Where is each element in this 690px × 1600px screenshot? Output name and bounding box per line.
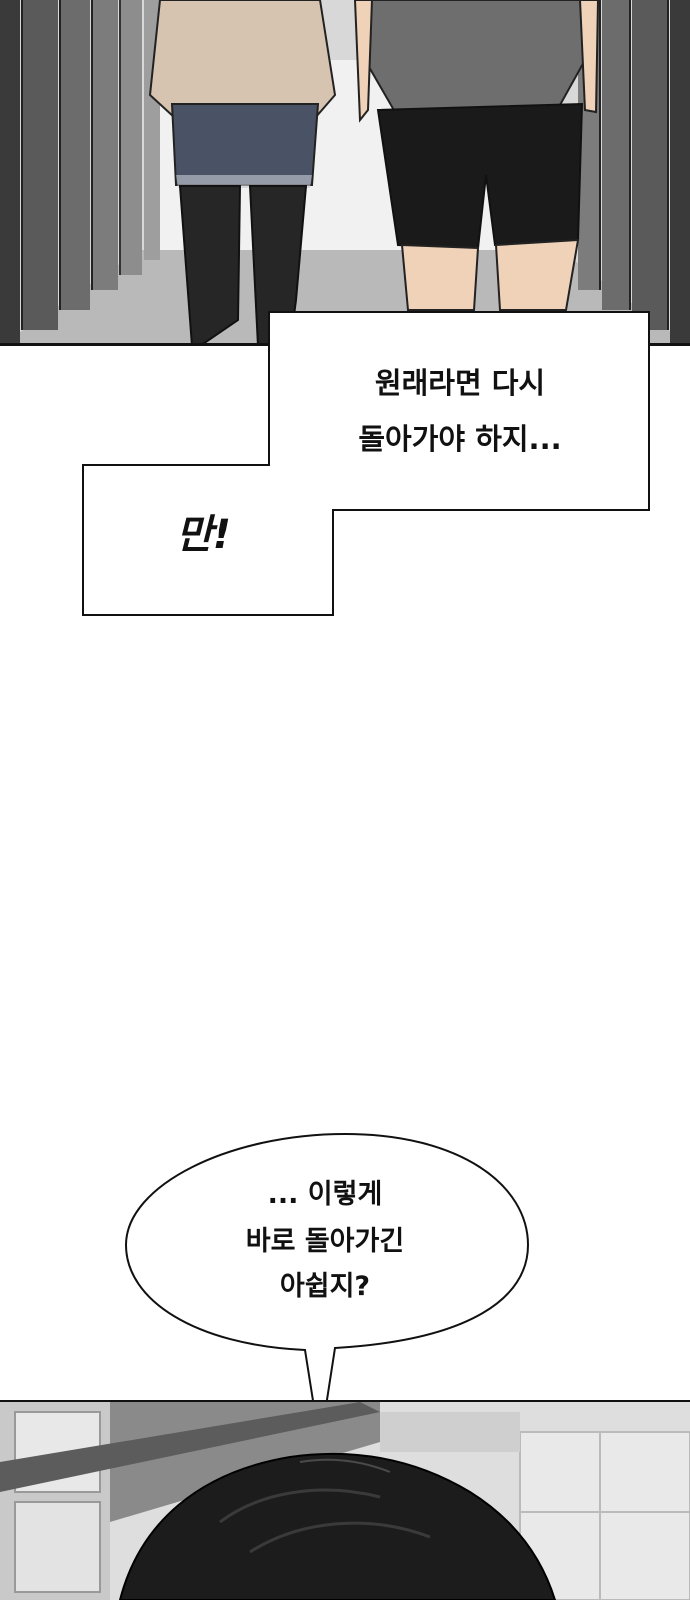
narration-text-line-1: 원래라면 다시 xyxy=(374,366,546,400)
man-figure xyxy=(353,0,600,311)
character-hair xyxy=(118,1452,557,1600)
background-wall-panels xyxy=(0,1402,690,1600)
narration-continuation-text: 만! xyxy=(176,512,232,558)
right-lockers xyxy=(578,0,690,346)
woman-figure xyxy=(148,0,337,346)
speech-text-line-2: 바로 돌아가긴 xyxy=(245,1226,405,1257)
narration-text-line-2: 돌아가야 하지... xyxy=(358,422,562,456)
hallway-scene-illustration xyxy=(0,0,690,346)
top-comic-panel xyxy=(0,0,690,346)
hallway-character-illustration xyxy=(0,1402,690,1600)
speech-text-line-1: ... 이렇게 xyxy=(267,1179,383,1210)
speech-text-line-3: 아쉽지? xyxy=(279,1271,371,1302)
bottom-comic-panel xyxy=(0,1402,690,1600)
left-lockers xyxy=(0,0,160,346)
top-panel-border xyxy=(0,343,690,346)
bottom-panel-border xyxy=(0,1400,690,1403)
